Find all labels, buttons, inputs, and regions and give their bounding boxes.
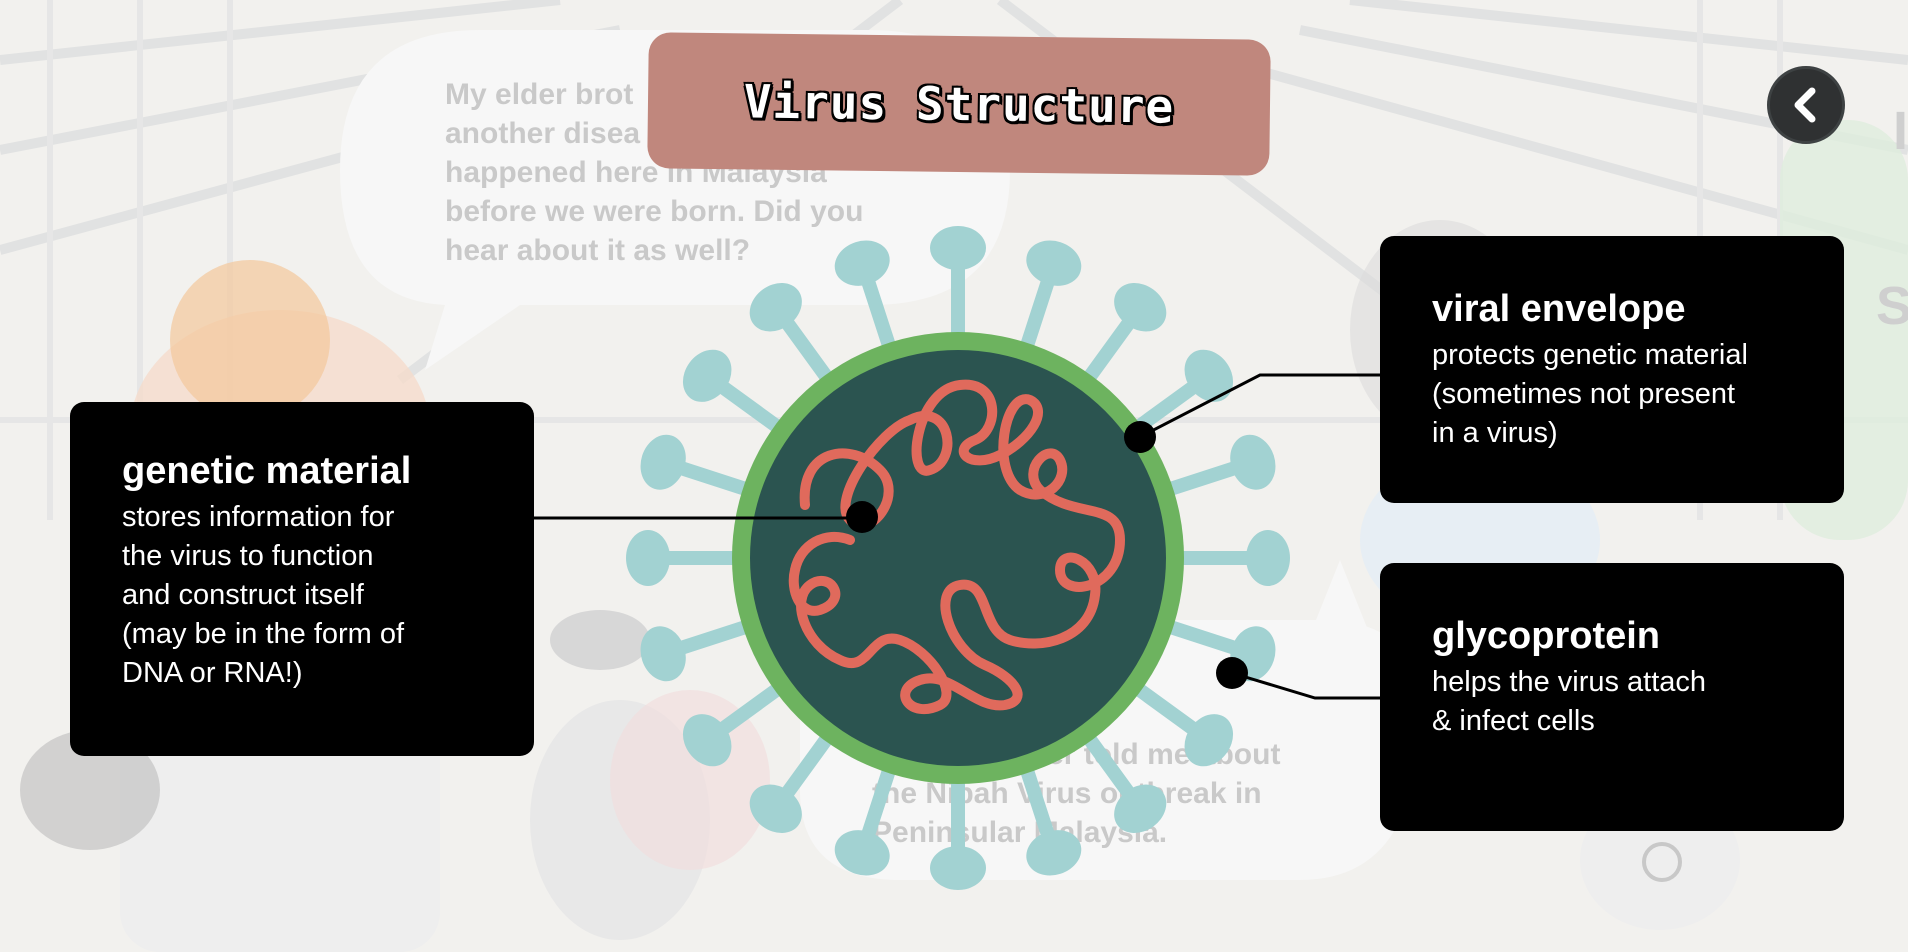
label-title: viral envelope xyxy=(1432,288,1686,330)
spike-head xyxy=(749,282,802,332)
edge-letter: S xyxy=(1876,276,1908,336)
spike-head xyxy=(682,714,732,767)
label-line: (may be in the form of xyxy=(122,618,405,650)
label-line: the virus to function xyxy=(122,540,374,572)
spike-head xyxy=(834,240,890,286)
back-button[interactable] xyxy=(1767,66,1845,144)
spike-head xyxy=(834,830,890,876)
spike-head xyxy=(1026,830,1082,876)
envelope-leader-dot xyxy=(1124,421,1156,453)
label-viral-envelope: viral envelope protects genetic material… xyxy=(1380,236,1844,503)
envelope-leader-line xyxy=(1139,373,1380,439)
label-glycoprotein: glycoprotein helps the virus attach & in… xyxy=(1380,563,1844,831)
spike-head xyxy=(930,846,986,890)
label-line: DNA or RNA!) xyxy=(122,657,303,689)
label-line: stores information for xyxy=(122,501,395,533)
glycoprotein-spikes xyxy=(626,226,1290,890)
dialogue-top-line: My elder brot xyxy=(445,78,634,111)
genetic-leader-dot xyxy=(846,501,878,533)
label-line: & infect cells xyxy=(1432,705,1595,737)
spike-head xyxy=(1114,282,1167,332)
spike-head xyxy=(626,530,670,586)
page-title: Virus Structure xyxy=(743,74,1175,134)
chevron-left-icon xyxy=(1794,87,1816,123)
spike-head xyxy=(1184,349,1234,402)
label-genetic-material: genetic material stores information for … xyxy=(70,402,534,756)
dialogue-top-line: before we were born. Did you xyxy=(445,195,864,228)
label-title: glycoprotein xyxy=(1432,615,1661,657)
dialogue-top: My elder brot another disea happened her… xyxy=(445,75,1025,270)
dialogue-top-line: another disea xyxy=(445,117,641,150)
dialogue-top-line: hear about it as well? xyxy=(445,234,751,267)
spike-head xyxy=(1026,240,1082,286)
label-description: helps the virus attach & infect cells xyxy=(1432,663,1844,741)
label-line: (sometimes not present xyxy=(1432,378,1736,410)
spike-head xyxy=(1230,434,1276,490)
spike-head xyxy=(930,226,986,270)
label-line: in a virus) xyxy=(1432,417,1558,449)
label-line: protects genetic material xyxy=(1432,339,1748,371)
spike-head xyxy=(682,349,732,402)
spike-head xyxy=(1246,530,1290,586)
edge-letter: I xyxy=(1893,101,1908,161)
spike-head xyxy=(640,434,686,490)
spike-head xyxy=(749,784,802,834)
label-description: protects genetic material (sometimes not… xyxy=(1432,336,1844,453)
spike-head xyxy=(1184,714,1234,767)
glyco-leader-line xyxy=(1231,671,1380,700)
label-line: helps the virus attach xyxy=(1432,666,1707,698)
spike-head xyxy=(1114,784,1167,834)
spike-head xyxy=(640,626,686,682)
genetic-material-strand xyxy=(788,379,1125,715)
label-description: stores information for the virus to func… xyxy=(122,498,534,693)
virus-core xyxy=(750,350,1166,766)
label-title: genetic material xyxy=(122,450,412,492)
label-line: and construct itself xyxy=(122,579,364,611)
glyco-leader-dot xyxy=(1216,657,1248,689)
title-banner: Virus Structure xyxy=(647,32,1271,176)
